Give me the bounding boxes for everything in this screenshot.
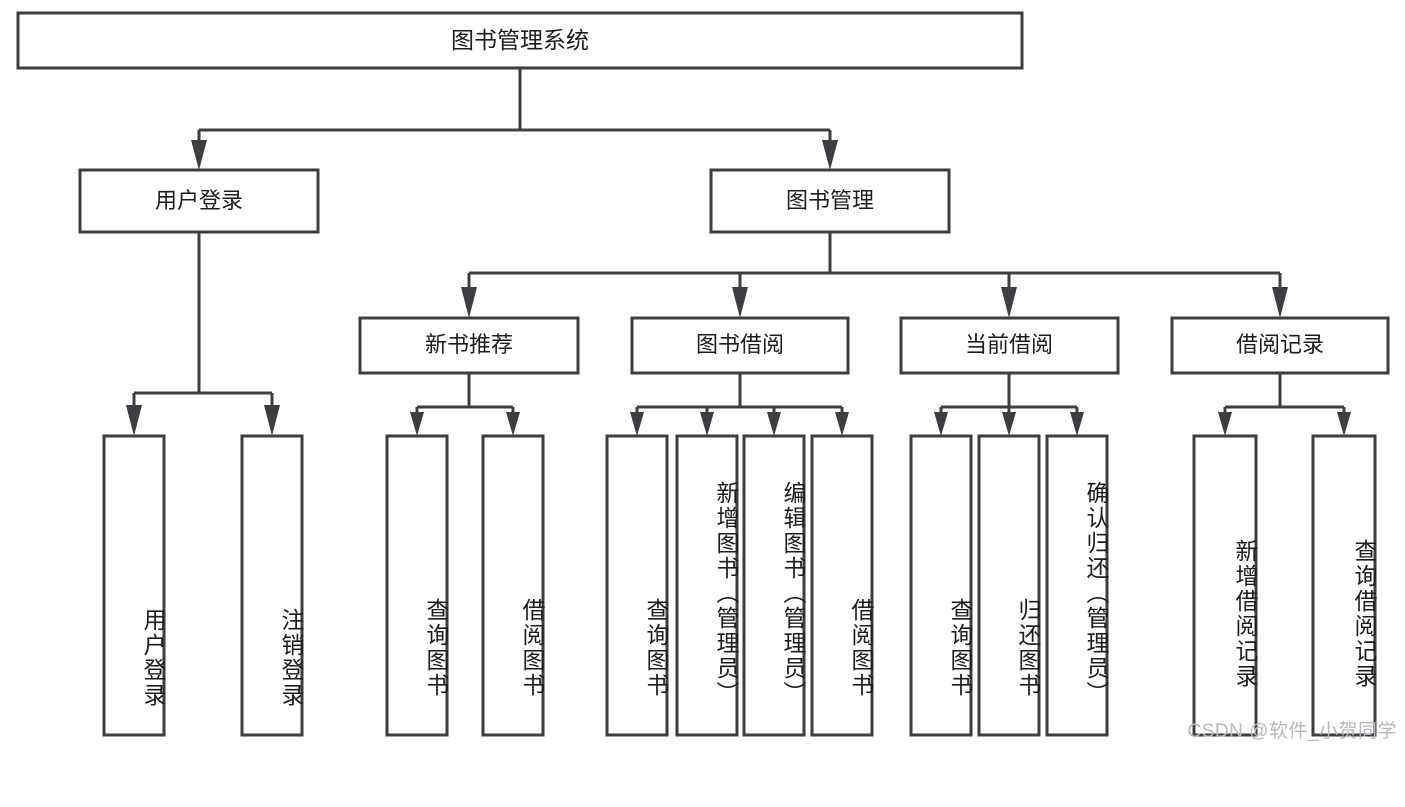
node-box-book-borrow[interactable] <box>630 316 850 375</box>
edges-layer <box>126 68 1351 436</box>
arrow-current-borrow-leaf-3 <box>1070 412 1084 436</box>
node-box-leaf-current-borrow-1[interactable] <box>909 434 973 737</box>
node-label-book-borrow: 图书借阅 <box>696 332 784 357</box>
arrow-book-borrow-leaf-3 <box>767 412 781 436</box>
watermark-text: CSDN @软件_小贺同学 <box>1187 721 1397 742</box>
node-box-leaf-book-borrow-1[interactable] <box>605 434 669 737</box>
node-box-leaf-user-login-2[interactable] <box>240 434 304 737</box>
node-box-leaf-borrow-record-2[interactable] <box>1311 434 1377 737</box>
horizontal-labels-layer: 图书管理系统 用户登录 图书管理 新书推荐 图书借阅 当前借阅 借阅记录 <box>155 27 1324 357</box>
flowchart-canvas: 图书管理系统 用户登录 图书管理 新书推荐 图书借阅 当前借阅 借阅记录 用户登… <box>16 11 1397 742</box>
arrow-current-borrow-leaf-2 <box>1002 412 1016 436</box>
node-box-book-management[interactable] <box>709 168 951 234</box>
arrow-borrow-record-leaf-2 <box>1337 412 1351 436</box>
node-box-leaf-book-borrow-2[interactable] <box>675 434 739 737</box>
node-box-borrow-record[interactable] <box>1170 316 1390 375</box>
arrow-new-book-leaf-2 <box>506 412 520 436</box>
node-box-new-book-recommend[interactable] <box>358 316 580 375</box>
arrow-book-borrow-leaf-2 <box>700 412 714 436</box>
node-box-leaf-user-login-1[interactable] <box>102 434 166 737</box>
node-box-leaf-borrow-record-1[interactable] <box>1192 434 1258 737</box>
flowchart-svg: 图书管理系统 用户登录 图书管理 新书推荐 图书借阅 当前借阅 借阅记录 <box>16 11 1390 737</box>
node-box-leaf-book-borrow-3[interactable] <box>742 434 806 737</box>
arrow-current-borrow-leaf-1 <box>934 412 948 436</box>
nodes-layer <box>16 11 1390 737</box>
arrow-root-to-book-mgmt <box>822 140 838 170</box>
arrow-book-borrow-leaf-1 <box>630 412 644 436</box>
node-label-borrow-record: 借阅记录 <box>1236 332 1324 357</box>
node-box-leaf-new-book-1[interactable] <box>385 434 449 737</box>
node-box-leaf-new-book-2[interactable] <box>481 434 545 737</box>
node-label-root: 图书管理系统 <box>451 27 589 53</box>
node-box-root[interactable] <box>16 11 1024 70</box>
arrow-book-mgmt-to-borrow-record <box>1272 287 1288 318</box>
node-label-user-login: 用户登录 <box>155 188 243 213</box>
arrow-new-book-leaf-1 <box>410 412 424 436</box>
arrow-book-mgmt-to-book-borrow <box>732 287 748 318</box>
node-box-user-login[interactable] <box>78 168 320 234</box>
arrow-root-to-user-login <box>191 140 207 170</box>
arrow-borrow-record-leaf-1 <box>1218 412 1232 436</box>
node-label-current-borrow: 当前借阅 <box>965 332 1053 357</box>
node-label-new-book-recommend: 新书推荐 <box>425 332 513 357</box>
arrow-user-login-leaf-1 <box>126 405 142 436</box>
node-box-leaf-current-borrow-2[interactable] <box>977 434 1041 737</box>
arrow-book-borrow-leaf-4 <box>835 412 849 436</box>
node-box-leaf-book-borrow-4[interactable] <box>810 434 874 737</box>
node-box-current-borrow[interactable] <box>899 316 1120 375</box>
arrow-book-mgmt-to-new-book <box>461 287 477 318</box>
arrow-user-login-leaf-2 <box>264 405 280 436</box>
arrow-book-mgmt-to-current-borrow <box>1001 287 1017 318</box>
node-label-book-management: 图书管理 <box>786 188 874 213</box>
node-box-leaf-current-borrow-3[interactable] <box>1045 434 1109 737</box>
